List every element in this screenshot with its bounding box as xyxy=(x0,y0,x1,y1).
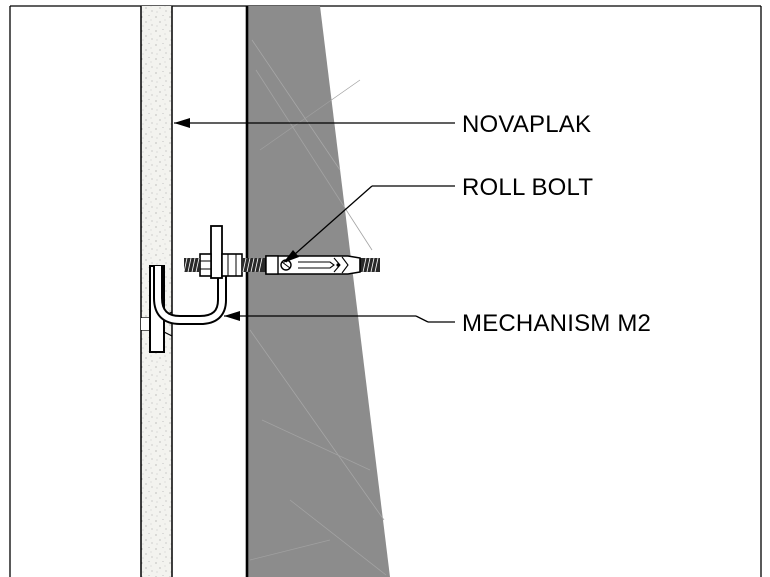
novaplak-label: NOVAPLAK xyxy=(462,111,591,138)
mechanism-leader xyxy=(224,311,455,323)
drawing-frame xyxy=(9,5,762,577)
roll-bolt-leader xyxy=(283,185,455,263)
mechanism-m2-label: MECHANISM M2 xyxy=(462,310,651,337)
novaplak-leader xyxy=(174,118,455,128)
roll-bolt xyxy=(183,255,380,275)
concrete-wall-section xyxy=(248,6,390,577)
roll-bolt-label: ROLL BOLT xyxy=(462,174,593,201)
mechanism-m2-bracket xyxy=(149,225,243,353)
